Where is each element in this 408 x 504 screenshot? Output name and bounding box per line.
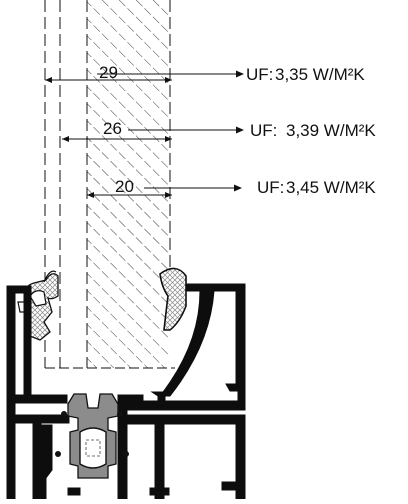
sill-lower-rail: [117, 414, 246, 425]
sill-foot-left: [149, 487, 170, 496]
left-sash-outer-wall: [6, 285, 16, 500]
dimension-26-thickness: 26: [103, 119, 122, 138]
sill-clip-left: [126, 394, 144, 411]
left-sash-bottom-rail: [6, 394, 68, 404]
left-frame-inner-leg: [32, 422, 42, 500]
left-sash-top: [6, 285, 32, 294]
sill-right-leg: [235, 414, 246, 500]
dimension-26-uf-value: 3,39 W/M²K: [286, 121, 376, 140]
dimension-20: 20 UF: 3,45 W/M²K: [87, 177, 376, 198]
right-glazing-bead-gasket: [159, 267, 187, 331]
sill-mid-left-wall: [117, 394, 128, 500]
left-frame-bottom-leg: [6, 469, 16, 500]
insulation-core-hatch: [87, 0, 170, 368]
dimension-26: 26 UF: 3,39 W/M²K: [62, 119, 376, 142]
right-frame-outer-wall: [235, 283, 246, 385]
dimension-29: 29 UF: 3,35 W/M²K: [45, 63, 365, 84]
dimension-29-thickness: 29: [99, 63, 118, 82]
dimension-20-thickness: 20: [115, 177, 134, 196]
sill-clip-right: [150, 391, 166, 402]
bottom-seal-beads: [55, 411, 129, 457]
thermal-break-strip: [67, 393, 119, 479]
left-sash-inner-wall: [23, 289, 32, 401]
dimension-29-uf-value: 3,35 W/M²K: [275, 65, 365, 84]
sill-foot-right: [221, 481, 237, 491]
dimension-29-uf-label: UF:: [246, 65, 273, 84]
glazing-bead-frame: [158, 283, 237, 397]
dimension-20-uf-value: 3,45 W/M²K: [286, 178, 376, 197]
dimension-26-uf-label: UF:: [250, 121, 277, 140]
left-frame-hook: [40, 424, 53, 500]
left-foot: [67, 487, 81, 496]
dimension-20-uf-label: UF:: [257, 178, 284, 197]
left-frame-web: [6, 414, 70, 424]
glazing-panel: [44, 0, 175, 369]
